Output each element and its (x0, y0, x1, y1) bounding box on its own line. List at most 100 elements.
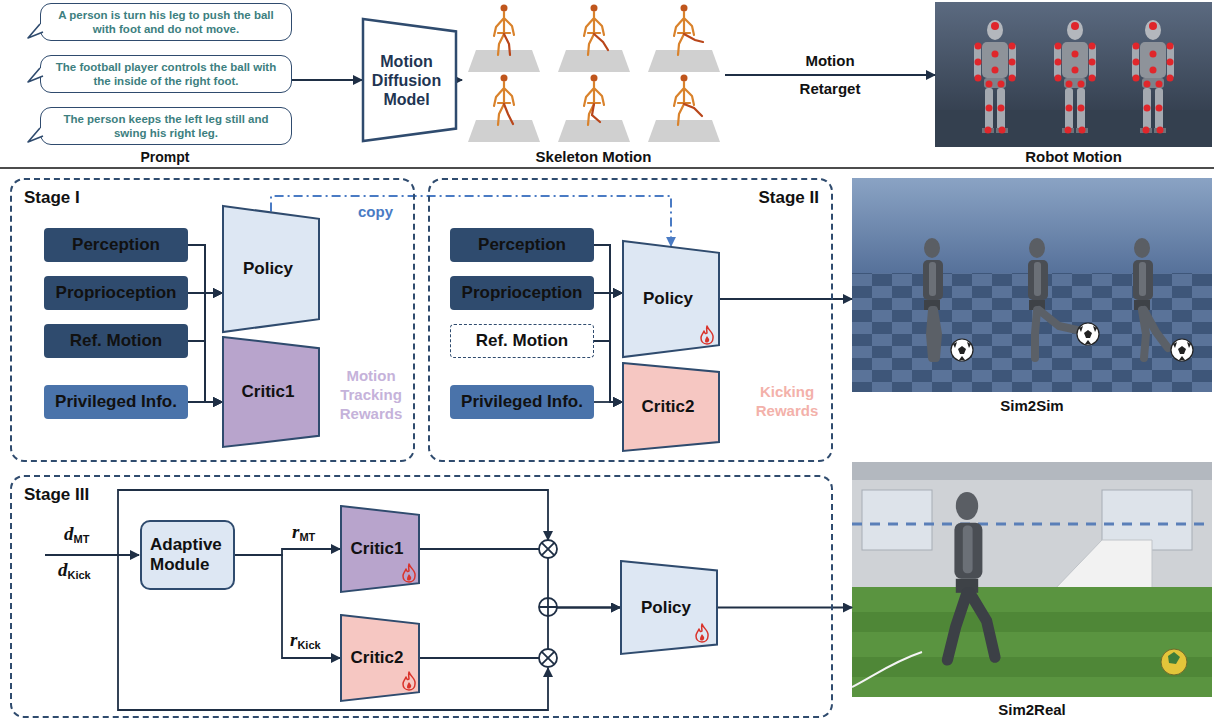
connector-arrow (420, 608, 620, 659)
connector-arrow (594, 293, 622, 402)
symbol-letter: d (64, 523, 74, 544)
label-box: dKick (58, 560, 91, 585)
image-panel: Robot Motion (935, 2, 1212, 166)
node-label: The football player controls the ball wi… (49, 60, 283, 88)
critic-block: Critic2 (622, 362, 720, 452)
connector-arrow (725, 74, 935, 76)
text-label: Prompt (110, 148, 220, 167)
subscript: MT (74, 533, 90, 545)
input-box: Privileged Info. (450, 385, 594, 419)
trapezoid-fill (621, 561, 717, 654)
node-label: Policy (641, 598, 691, 618)
skeleton-illustration (462, 2, 725, 147)
connector-arrow (594, 401, 622, 403)
connector-arrow (188, 245, 222, 402)
node-label: A person is turn his leg to push the bal… (49, 8, 283, 36)
image-panel: Skeleton Motion (462, 2, 725, 166)
node-label: Critic1 (351, 539, 404, 559)
trapezoid-fill (623, 363, 719, 451)
node-label: Privileged Info. (55, 392, 177, 412)
speech-bubble: The person keeps the left leg still and … (40, 107, 292, 145)
input-box: Privileged Info. (44, 385, 188, 419)
node-label: Proprioception (56, 283, 177, 303)
image-panel: Sim2Real (852, 462, 1212, 719)
node-label: Perception (478, 235, 566, 255)
trapezoid-fill (363, 19, 456, 141)
input-box: Perception (44, 228, 188, 262)
node-label: The person keeps the left leg still and … (49, 112, 283, 140)
input-box: Proprioception (450, 276, 594, 310)
trapezoid-fill (623, 241, 719, 357)
input-box: Ref. Motion (450, 324, 594, 358)
input-box: Perception (450, 228, 594, 262)
label-box: rMT (292, 522, 315, 547)
label-box: dMT (64, 524, 89, 549)
critic-block: Critic2 (340, 614, 420, 702)
critic-block: Critic1 (340, 505, 420, 593)
node-label: Critic1 (242, 382, 295, 402)
symbol-letter: d (58, 559, 68, 580)
label-box: Kicking Rewards (748, 382, 826, 420)
panel-caption: Sim2Real (998, 701, 1066, 719)
policy-block: Policy (622, 240, 720, 358)
image-panel: Sim2Sim (852, 178, 1212, 415)
connector-arrow (594, 293, 622, 341)
connector-arrow (188, 341, 222, 402)
node-label: Policy (243, 259, 293, 279)
node-label: Critic2 (642, 397, 695, 417)
policy-block: Policy (620, 560, 718, 655)
node-label: Adaptive Module (150, 535, 225, 575)
panel-caption: Robot Motion (1025, 148, 1122, 166)
label-box: Prompt (110, 148, 220, 167)
label-box: rKick (290, 630, 321, 655)
input-box: Ref. Motion (44, 324, 188, 358)
speech-bubble: A person is turn his leg to push the bal… (40, 3, 292, 41)
trapezoid-fill (341, 615, 419, 701)
gating-lines (45, 490, 548, 710)
policy-block: Policy (222, 205, 320, 333)
separator-line (0, 166, 1214, 170)
label-box: Motion Retarget (790, 47, 870, 103)
panel-caption: Skeleton Motion (536, 148, 652, 166)
trapezoid-fill (223, 337, 319, 447)
text-label: dMT (64, 524, 89, 549)
module-box: Adaptive Module (140, 520, 235, 590)
edge-label: copy (358, 202, 393, 221)
stage-group: Stage III Adaptive Module Critic1Critic2 Po… (10, 475, 833, 718)
node-label: Ref. Motion (476, 331, 569, 351)
stage-title: Stage II (442, 188, 819, 208)
trapezoid-fill (223, 206, 319, 332)
connector-arrow (594, 341, 622, 402)
text-label: dKick (58, 560, 91, 585)
node-label: Policy (643, 289, 693, 309)
connector-arrow (594, 245, 622, 402)
connector-arrow (235, 555, 340, 658)
stage-title: Stage III (24, 485, 819, 505)
connector-arrow (188, 293, 222, 402)
trapezoid-fill (341, 506, 419, 592)
node-label: Privileged Info. (461, 392, 583, 412)
edge-label: rMT (292, 522, 315, 547)
stage-title: Stage I (24, 188, 401, 208)
subscript: MT (299, 531, 315, 543)
node-label: Perception (72, 235, 160, 255)
symbol-letter: r (290, 629, 297, 650)
symbol-letter: r (292, 521, 299, 542)
panel-caption: Sim2Sim (1000, 397, 1063, 415)
connector-arrow (292, 79, 362, 81)
sim2sim-illustration (852, 178, 1212, 392)
connector-arrow (457, 79, 462, 81)
connector-arrow (188, 401, 222, 403)
edge-label: Motion Retarget (790, 47, 870, 103)
node-label: Critic2 (351, 648, 404, 668)
robot-illustration (935, 2, 1212, 147)
sim2real-illustration (852, 462, 1212, 697)
critic-block: Critic1 (222, 336, 320, 448)
edge-label: rKick (290, 630, 321, 655)
connector-arrow (420, 549, 620, 608)
connector-arrow (594, 245, 622, 293)
label-box: copy (358, 202, 393, 221)
model-block: Motion Diffusion Model (362, 18, 457, 142)
input-box: Proprioception (44, 276, 188, 310)
